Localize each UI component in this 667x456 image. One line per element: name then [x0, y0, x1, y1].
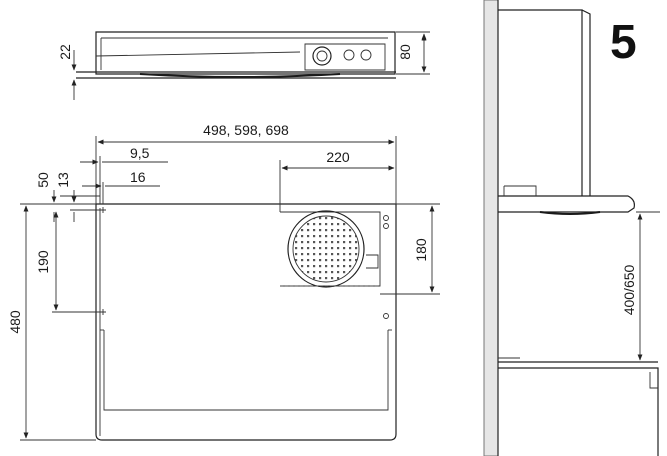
- front-view: 498, 598, 698 220 9,5 16 50 13 190 4: [7, 122, 440, 441]
- figure-number: 5: [610, 16, 637, 69]
- dim-180-label: 180: [413, 238, 429, 262]
- dim-9-5-label: 9,5: [130, 145, 150, 161]
- dim-fan-width-label: 220: [326, 149, 350, 165]
- top-view: 22 80: [57, 31, 430, 100]
- dim-clearance-label: 400/650: [621, 264, 637, 315]
- dim-13-label: 13: [55, 172, 71, 188]
- dim-80-label: 80: [397, 44, 413, 60]
- dim-50-label: 50: [35, 172, 51, 188]
- dim-16-label: 16: [130, 169, 146, 185]
- dim-480-label: 480: [7, 310, 23, 334]
- dim-190-label: 190: [35, 250, 51, 274]
- side-view: 400/650 5: [483, 0, 660, 456]
- dim-22-label: 22: [57, 44, 73, 60]
- dim-width-label: 498, 598, 698: [203, 122, 289, 138]
